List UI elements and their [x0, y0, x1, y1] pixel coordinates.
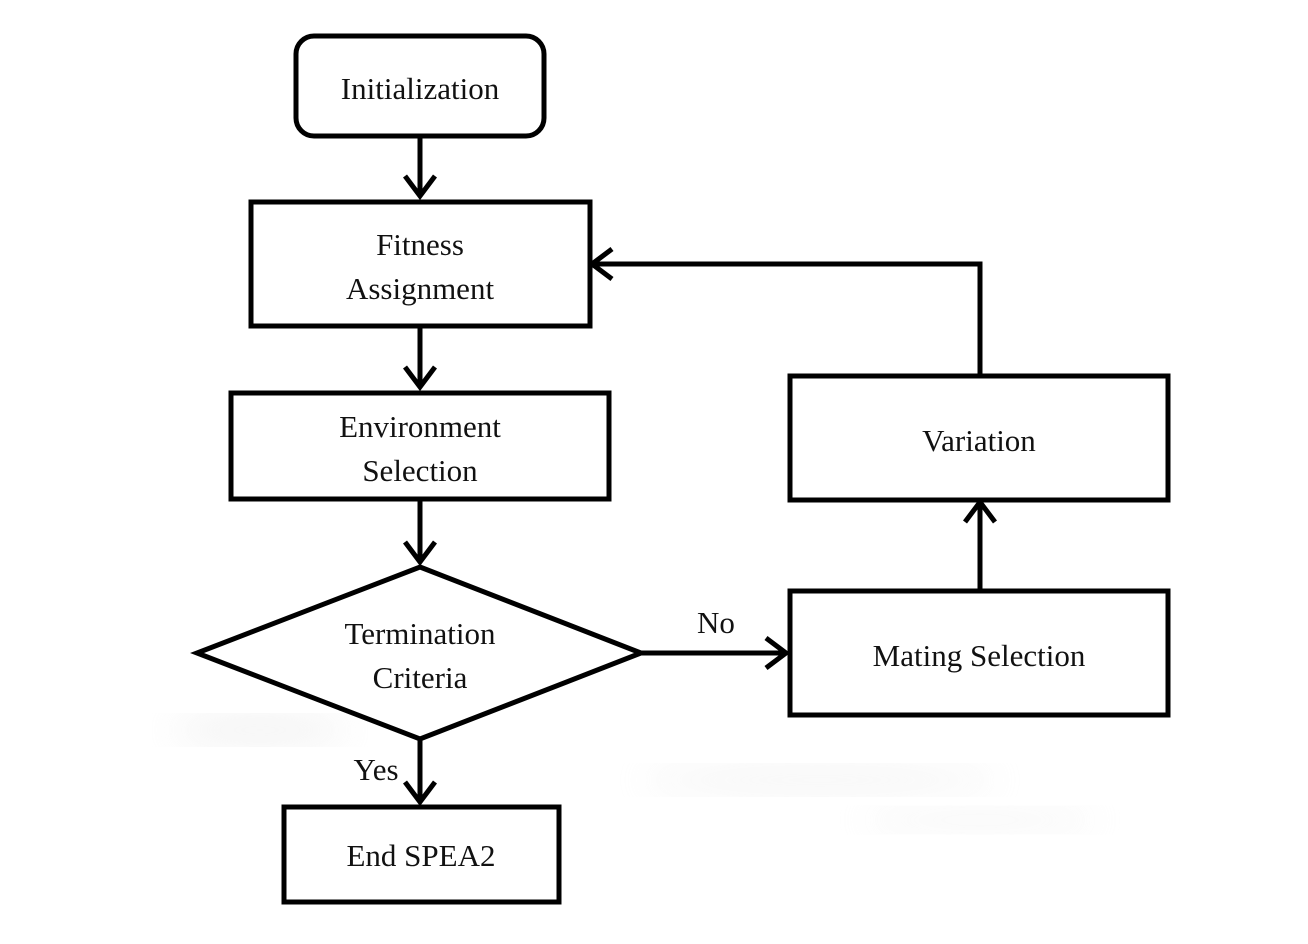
- connector-termination-to-mating: [640, 636, 791, 670]
- edge-label-yes: Yes: [353, 752, 398, 787]
- node-variation: Variation: [787, 373, 1171, 503]
- node-initialization: Initialization: [293, 33, 547, 139]
- connector-environment-to-termination: [403, 499, 437, 567]
- node-mating-selection: Mating Selection: [787, 588, 1171, 718]
- node-termination-criteria: Termination Criteria: [190, 564, 648, 742]
- connector-variation-to-fitness: [587, 247, 983, 375]
- node-initialization-label: Initialization: [341, 71, 500, 106]
- node-environment-label-line2: Selection: [362, 453, 478, 488]
- connector-mating-to-variation: [963, 497, 997, 591]
- edge-label-no: No: [697, 605, 735, 640]
- node-environment-selection: Environment Selection: [228, 390, 612, 502]
- node-termination-label-line1: Termination: [344, 616, 496, 651]
- node-mating-label: Mating Selection: [873, 638, 1086, 673]
- connector-fitness-to-environment: [403, 326, 437, 392]
- node-environment-label-line1: Environment: [339, 409, 501, 444]
- node-end-spea2: End SPEA2: [281, 804, 562, 905]
- connector-init-to-fitness: [403, 135, 437, 201]
- node-end-label: End SPEA2: [347, 838, 496, 873]
- node-fitness-assignment: Fitness Assignment: [248, 199, 593, 329]
- connector-termination-to-end: [403, 738, 437, 807]
- node-termination-label-line2: Criteria: [373, 660, 468, 695]
- node-variation-label: Variation: [922, 423, 1036, 458]
- background-smudge: [170, 716, 1100, 832]
- node-fitness-label-line2: Assignment: [346, 271, 495, 306]
- node-fitness-label-line1: Fitness: [376, 227, 464, 262]
